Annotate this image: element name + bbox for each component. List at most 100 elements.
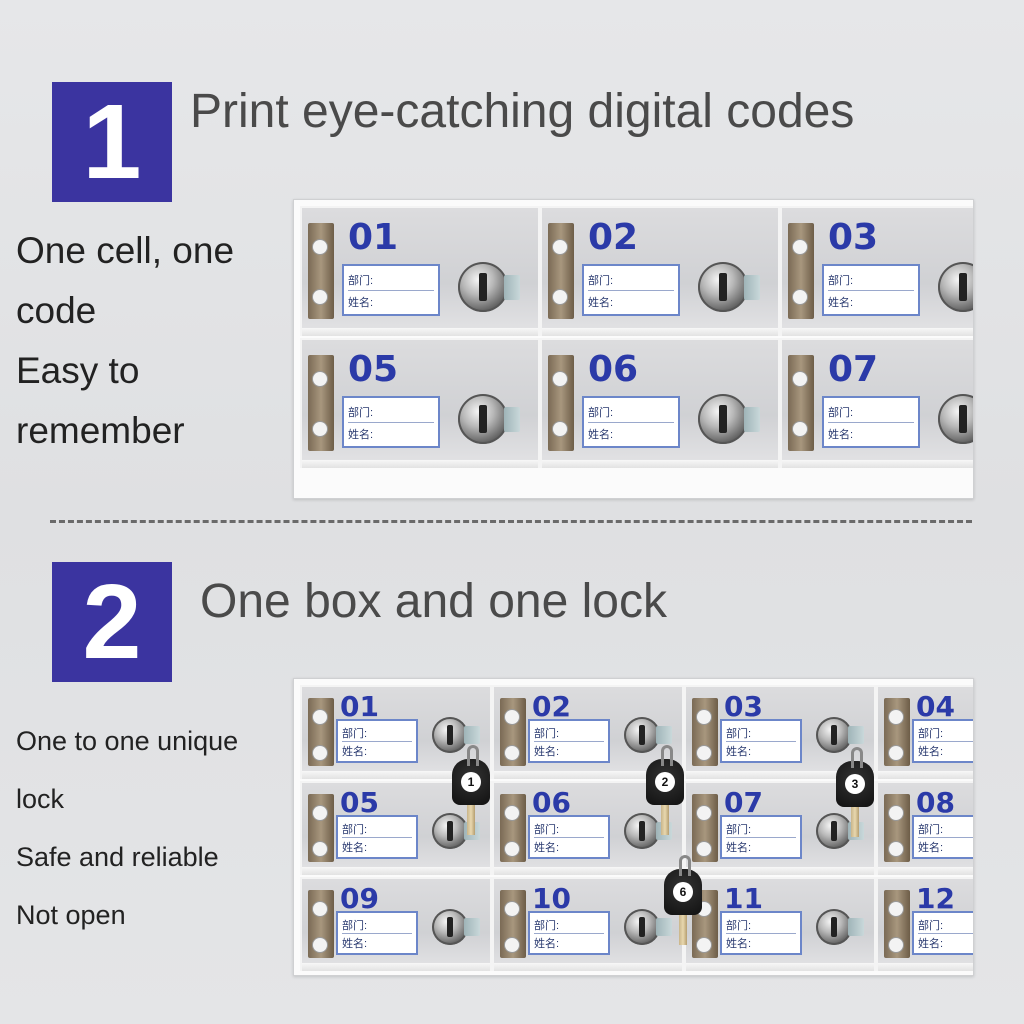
name-field: 姓名:	[918, 841, 944, 854]
hinge-icon	[692, 697, 718, 767]
hinge-icon	[788, 223, 814, 319]
name-label-card: 部门: 姓名:	[342, 264, 440, 316]
lock-latch	[656, 918, 672, 936]
name-label-card: 部门:姓名:	[528, 719, 610, 763]
name-field: 姓名:	[918, 745, 944, 758]
cam-lock-icon	[816, 813, 852, 849]
cell-number: 12	[916, 882, 955, 915]
name-field: 姓名:	[342, 841, 368, 854]
shelf-divider	[878, 963, 973, 971]
description-line: One cell, one	[16, 230, 235, 271]
hinge-screw	[793, 372, 807, 387]
hinge-screw	[697, 841, 711, 856]
name-label-card: 部门: 姓名:	[582, 264, 680, 316]
step-number-badge-1: 1	[52, 82, 172, 202]
section-2-heading: One box and one lock	[200, 575, 667, 628]
hinge-screw	[697, 710, 711, 725]
key-blade	[661, 805, 669, 835]
description-line: One to one unique	[16, 726, 239, 756]
hinge-screw	[553, 290, 567, 305]
hinge-screw	[313, 806, 327, 821]
lock-latch	[504, 274, 520, 300]
hinge-screw	[889, 937, 903, 952]
hinge-icon	[500, 697, 526, 767]
department-field: 部门:	[348, 401, 434, 423]
hinge-screw	[505, 841, 519, 856]
name-label-card: 部门: 姓名:	[528, 815, 610, 859]
hinge-icon	[308, 889, 334, 959]
department-field: 部门:	[918, 916, 973, 934]
department-field: 部门:	[534, 820, 604, 838]
hinge-screw	[505, 745, 519, 760]
description-line: code	[16, 290, 97, 331]
name-label-card: 部门:姓名:	[528, 911, 610, 955]
hinge-screw	[889, 841, 903, 856]
cam-lock-icon	[432, 909, 468, 945]
hinge-screw	[313, 937, 327, 952]
cam-lock-icon	[698, 394, 748, 444]
cell-number: 03	[724, 690, 763, 723]
shelf-divider	[782, 328, 973, 336]
cell-number: 05	[340, 786, 379, 819]
name-label-card: 部门:姓名:	[336, 719, 418, 763]
lock-latch	[656, 726, 672, 744]
name-field: 姓名:	[828, 296, 854, 309]
shelf-divider	[302, 867, 490, 875]
cam-lock-icon	[624, 813, 660, 849]
section-1-heading: Print eye-catching digital codes	[190, 85, 855, 138]
cam-lock-icon	[698, 262, 748, 312]
name-field: 姓名:	[534, 841, 560, 854]
department-field: 部门:	[588, 269, 674, 291]
name-field: 姓名:	[726, 937, 752, 950]
cell-number: 06	[588, 349, 639, 390]
hinge-screw	[313, 710, 327, 725]
department-field: 部门:	[918, 820, 973, 838]
shelf-divider	[686, 963, 874, 971]
cell-number: 02	[532, 690, 571, 723]
name-field: 姓名:	[588, 296, 614, 309]
shelf-divider	[302, 771, 490, 779]
department-field: 部门:	[342, 820, 412, 838]
hinge-screw	[313, 841, 327, 856]
cell-number: 08	[916, 786, 955, 819]
key-tag-icon: 6	[664, 855, 702, 945]
shelf-divider	[686, 867, 874, 875]
hinge-screw	[505, 806, 519, 821]
name-label-card: 部门:姓名:	[720, 911, 802, 955]
hinge-icon	[308, 793, 334, 863]
name-label-card: 部门:姓名:	[342, 396, 440, 448]
hinge-screw	[889, 745, 903, 760]
shelf-divider	[494, 867, 682, 875]
shelf-divider	[878, 771, 973, 779]
cell-number: 01	[340, 690, 379, 723]
department-field: 部门:	[534, 724, 604, 742]
key-tag-icon: 3	[836, 747, 874, 837]
cell-number: 03	[828, 217, 879, 258]
description-line: Not open	[16, 900, 126, 930]
name-label-card: 部门:姓名:	[336, 911, 418, 955]
name-field: 姓名:	[348, 296, 374, 309]
department-field: 部门:	[348, 269, 434, 291]
hinge-screw	[313, 422, 327, 437]
cell-number: 11	[724, 882, 763, 915]
lock-latch	[744, 274, 760, 300]
department-field: 部门:	[828, 401, 914, 423]
name-field: 姓名:	[726, 841, 752, 854]
shelf-divider	[494, 963, 682, 971]
hinge-screw	[313, 372, 327, 387]
cam-lock-icon	[624, 717, 660, 753]
hinge-icon	[308, 697, 334, 767]
name-field: 姓名:	[726, 745, 752, 758]
hinge-icon	[548, 223, 574, 319]
hinge-screw	[889, 902, 903, 917]
name-field: 姓名:	[918, 937, 944, 950]
hinge-screw	[697, 937, 711, 952]
